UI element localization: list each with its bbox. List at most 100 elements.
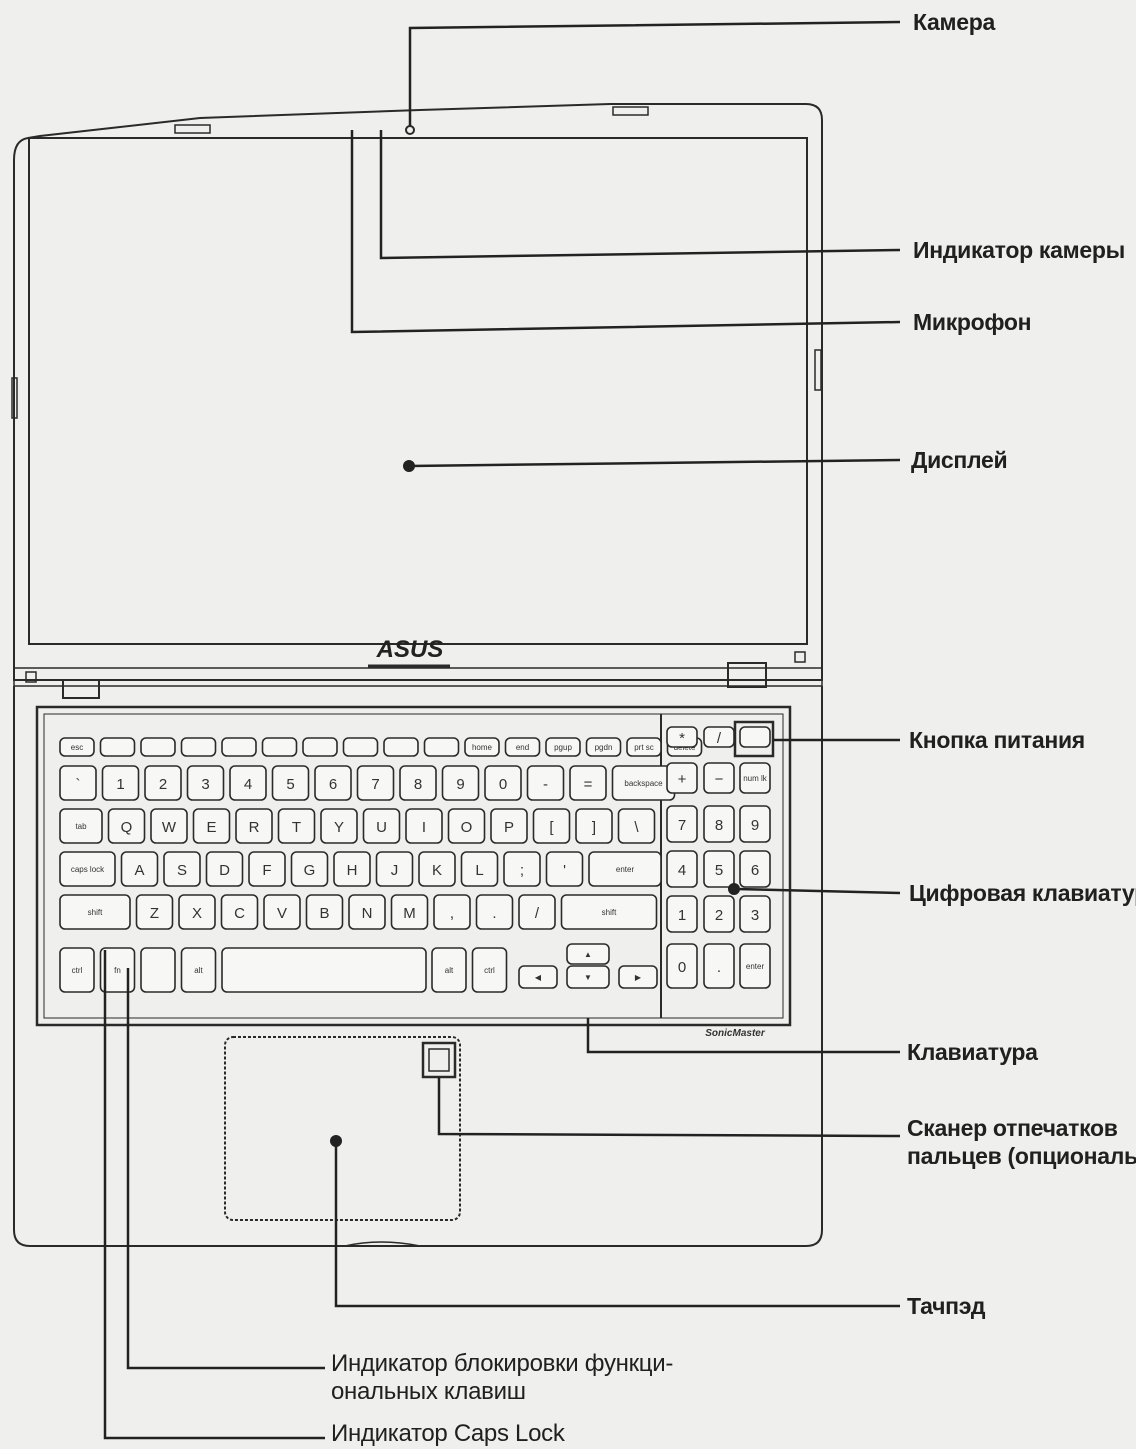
- number-row-key: 8: [399, 765, 437, 801]
- leader-fingerprint: [437, 1077, 901, 1138]
- numpad-key: enter: [739, 943, 771, 989]
- q-row-key: Q: [107, 808, 146, 844]
- q-row-key: [: [532, 808, 571, 844]
- svg-text:7: 7: [678, 817, 686, 834]
- svg-text:▶: ▶: [635, 973, 642, 982]
- numpad-key: num lk: [739, 762, 771, 794]
- camera-dot: [405, 125, 415, 135]
- svg-text:pgup: pgup: [554, 743, 572, 752]
- svg-text:T: T: [292, 819, 301, 836]
- lid-corner-left: [25, 671, 37, 683]
- label-microphone: Микрофон: [913, 309, 1032, 335]
- q-row-key: I: [405, 808, 443, 844]
- bottom-row-key: [140, 947, 176, 993]
- screen-outline: [28, 137, 808, 645]
- svg-text:.: .: [717, 959, 721, 976]
- fn-key: pgup: [545, 737, 581, 757]
- fingerprint-sensor: [421, 1041, 457, 1079]
- q-row-key: P: [490, 808, 528, 844]
- number-row-key: 2: [144, 765, 182, 801]
- svg-text:◀: ◀: [535, 973, 542, 982]
- svg-text:O: O: [461, 819, 473, 836]
- svg-text:R: R: [249, 819, 260, 836]
- a-row-key: ;: [503, 851, 541, 887]
- svg-text:+: +: [678, 771, 687, 788]
- svg-text:shift: shift: [88, 908, 103, 917]
- svg-text:7: 7: [371, 776, 379, 793]
- a-row-key: enter: [588, 851, 662, 887]
- svg-text:1: 1: [678, 907, 686, 924]
- svg-text:6: 6: [329, 776, 337, 793]
- label-fn-lock-line2: ональных клавиш: [331, 1378, 526, 1405]
- numpad-key: +: [666, 762, 698, 794]
- a-row-key: S: [163, 851, 201, 887]
- svg-text:ctrl: ctrl: [72, 966, 83, 975]
- svg-text:K: K: [432, 862, 442, 879]
- number-row-key: 1: [101, 765, 140, 801]
- svg-text:I: I: [422, 819, 426, 836]
- numpad-key: .: [703, 943, 735, 989]
- svg-text:alt: alt: [194, 966, 203, 975]
- svg-text:[: [: [549, 819, 554, 836]
- a-row-key: H: [333, 851, 371, 887]
- fn-key: [302, 737, 338, 757]
- number-row-key: =: [569, 765, 607, 801]
- z-row-key: .: [475, 894, 514, 930]
- a-row-key: K: [418, 851, 456, 887]
- svg-text:*: *: [679, 730, 685, 747]
- numpad-key: [739, 726, 771, 748]
- label-fingerprint-line1: Сканер отпечатков: [907, 1115, 1118, 1141]
- svg-text:]: ]: [592, 819, 596, 836]
- number-row-key: 5: [271, 765, 310, 801]
- numpad-key: 2: [703, 895, 735, 933]
- numpad-key: *: [666, 726, 698, 748]
- z-row-key: X: [178, 894, 216, 930]
- lid-bumper-left: [174, 124, 211, 134]
- svg-text:4: 4: [244, 776, 252, 793]
- numpad-key: 9: [739, 805, 771, 843]
- fn-key: home: [464, 737, 500, 757]
- numpad-key: 5: [703, 850, 735, 888]
- q-row-key: R: [235, 808, 273, 844]
- side-bumper-left: [11, 377, 18, 419]
- svg-text:N: N: [362, 905, 373, 922]
- number-row-key: -: [526, 765, 565, 801]
- base-front-notch: [344, 1241, 421, 1247]
- leader-camera: [408, 20, 901, 126]
- numpad-key: 3: [739, 895, 771, 933]
- q-row-key: \: [617, 808, 656, 844]
- svg-text:8: 8: [715, 817, 723, 834]
- z-row-key: V: [263, 894, 301, 930]
- z-row-key: N: [348, 894, 386, 930]
- fn-key: [221, 737, 257, 757]
- label-keyboard: Клавиатура: [907, 1039, 1038, 1065]
- svg-text:3: 3: [201, 776, 209, 793]
- a-row-key: caps lock: [59, 851, 116, 887]
- svg-text:P: P: [504, 819, 514, 836]
- svg-text:F: F: [262, 862, 271, 879]
- number-row-key: 6: [314, 765, 352, 801]
- arrow-right-key: ▶: [618, 965, 658, 989]
- arrow-up-key: ▲: [566, 943, 610, 965]
- q-row-key: E: [192, 808, 231, 844]
- numpad-key: 1: [666, 895, 698, 933]
- label-fingerprint-line2: пальцев (опционально): [907, 1143, 1136, 1169]
- label-camera: Камера: [913, 9, 995, 35]
- lid-corner-right: [794, 651, 806, 663]
- svg-text:,: ,: [450, 905, 454, 922]
- q-row-key: Y: [320, 808, 358, 844]
- a-row-key: G: [290, 851, 329, 887]
- lid-outline: [13, 103, 823, 681]
- z-row-key: M: [390, 894, 429, 930]
- svg-text:`: `: [76, 776, 81, 793]
- svg-text:2: 2: [715, 907, 723, 924]
- svg-text:': ': [563, 862, 566, 879]
- svg-text:2: 2: [159, 776, 167, 793]
- leader-caps-lock: [103, 950, 325, 1440]
- svg-text:enter: enter: [616, 865, 635, 874]
- a-row-key: A: [120, 851, 159, 887]
- svg-text:V: V: [277, 905, 287, 922]
- svg-text:D: D: [219, 862, 230, 879]
- a-row-key: D: [205, 851, 244, 887]
